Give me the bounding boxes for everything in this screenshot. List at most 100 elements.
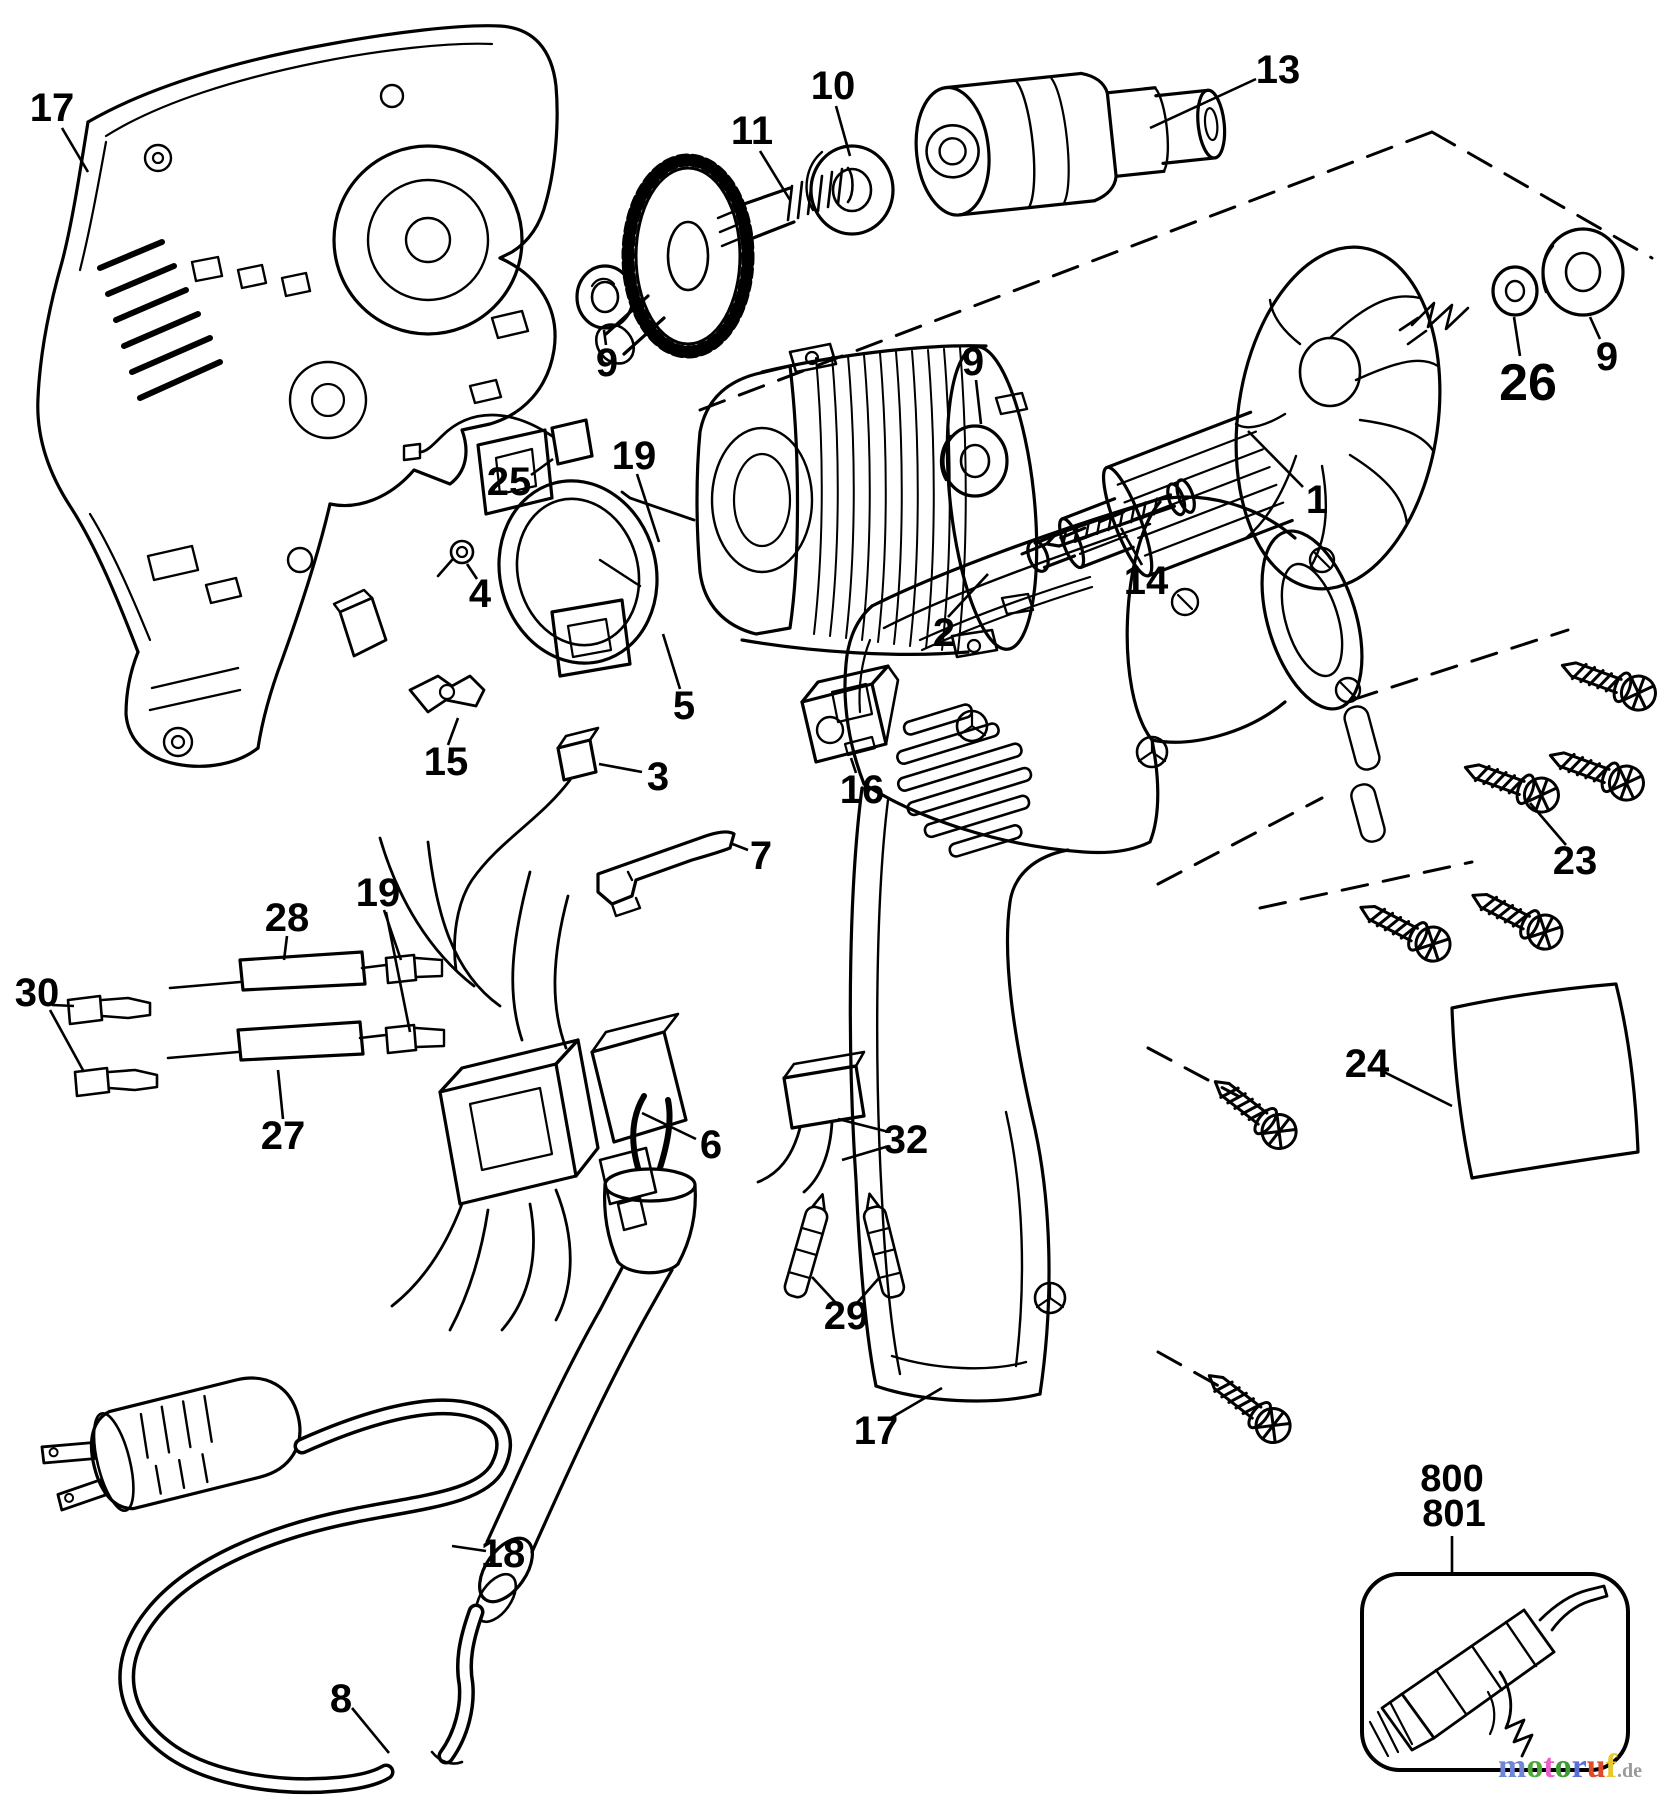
callout-13-leader [1149,77,1257,130]
callout-25-leader [530,457,554,477]
callout-32-leader [841,1144,890,1162]
grease-tube [1368,1584,1609,1758]
callout-5-label: 5 [673,684,695,728]
bearing-9-center [939,424,1009,498]
switch-wires [378,836,570,1050]
callout-27-leader [276,1069,285,1120]
lead-wire-19 [620,490,696,522]
coil-windings [813,347,967,652]
housing-left-half [36,24,559,768]
callout-29-leader [856,1277,880,1304]
spring-4 [449,539,475,565]
bracket-15 [408,674,486,714]
callout-3-leader [598,762,643,774]
brush-ring-assembly [332,413,696,714]
callout-5-leader [661,633,682,690]
watermark-letter: m [1498,1748,1527,1785]
callout-19-leader [384,911,412,1033]
watermark-suffix: .de [1617,1760,1642,1782]
callout-9-leader [602,329,608,346]
callout-9-label: 9 [596,341,618,385]
callout-30-label: 30 [15,971,60,1015]
callout-16-label: 16 [840,768,885,812]
inset-box-800-801 [1360,1572,1630,1772]
callout-27-label: 27 [261,1114,306,1158]
callout-6-leader [641,1111,697,1141]
callout-9-label: 9 [962,340,984,384]
callout-18-leader [451,1544,487,1553]
callout-7-label: 7 [750,834,772,878]
callout-32-label: 32 [884,1118,929,1162]
callout-23-label: 23 [1553,839,1598,883]
callout-9-leader [974,379,983,425]
callout-17-leader [60,127,90,173]
callout-24-leader [1383,1070,1453,1108]
power-plug [40,1376,302,1513]
bearing-10 [805,144,895,236]
callout-8-label: 8 [330,1677,352,1721]
callout-29-label: 29 [824,1294,869,1338]
chuck [914,71,1227,217]
switch-6 [390,1012,688,1332]
callout-14-leader [1119,527,1144,566]
callout-15-leader [446,717,460,746]
bearing-9-right [1541,227,1625,317]
callout-18-label: 18 [481,1532,526,1576]
housing-screws-23 [1197,647,1662,1452]
power-cord [118,1398,513,1795]
nameplate-24 [1450,982,1640,1180]
callout-24-label: 24 [1345,1042,1390,1086]
trigger-lever [596,830,736,918]
callout-32-leader [837,1117,890,1134]
callout-26-leader [1512,316,1522,357]
lead-wire-27 [166,1020,446,1062]
callout-13-label: 13 [1256,48,1301,92]
callout-11-leader [758,150,792,201]
callout-10-label: 10 [811,64,856,108]
watermark-motoruf: motoruf.de [1498,1750,1642,1784]
armature [1026,245,1470,591]
brush-25 [550,418,594,466]
callout-11-label: 11 [731,109,773,153]
vent-slots-right [896,703,1033,858]
callout-3-label: 3 [647,755,669,799]
callout-17-label: 17 [30,86,75,130]
block-16 [800,664,900,764]
callout-28-label: 28 [265,896,310,940]
watermark-letter: t [1543,1748,1555,1785]
cord-protector [430,1093,697,1765]
callout-16-leader [849,757,858,774]
callout-1-label: 1 [1306,478,1328,522]
callout-19-leader [635,473,661,543]
callout-2-label: 2 [933,611,955,655]
callout-14-label: 14 [1124,559,1169,603]
callout-25-label: 25 [487,460,532,504]
callout-19-label: 19 [356,871,401,915]
callout-15-label: 15 [424,740,469,784]
washer-26 [1491,265,1539,317]
callout-4-leader [465,563,479,580]
callout-19-label: 19 [612,434,657,478]
capacitor-32 [756,1050,866,1194]
callout-29-leader [811,1276,837,1304]
vent-slots-left [97,239,223,401]
field-coil [695,342,1039,659]
callout-17-label: 17 [854,1409,899,1453]
clip-block [338,596,388,658]
callout-17-leader [888,1386,943,1421]
callout-1-leader [1247,430,1304,488]
assembly-axis-lines [698,130,1654,1392]
bearing-9-left [575,264,635,330]
callout-30-leader [48,1009,86,1073]
callout-2-leader [947,573,989,618]
callout-8-leader [350,1707,391,1754]
watermark-letter: u [1586,1748,1606,1785]
callout-6-label: 6 [700,1123,722,1167]
brush-3 [453,726,600,972]
brush-pins-29 [783,1192,906,1299]
callout-30-leader [51,1003,75,1008]
